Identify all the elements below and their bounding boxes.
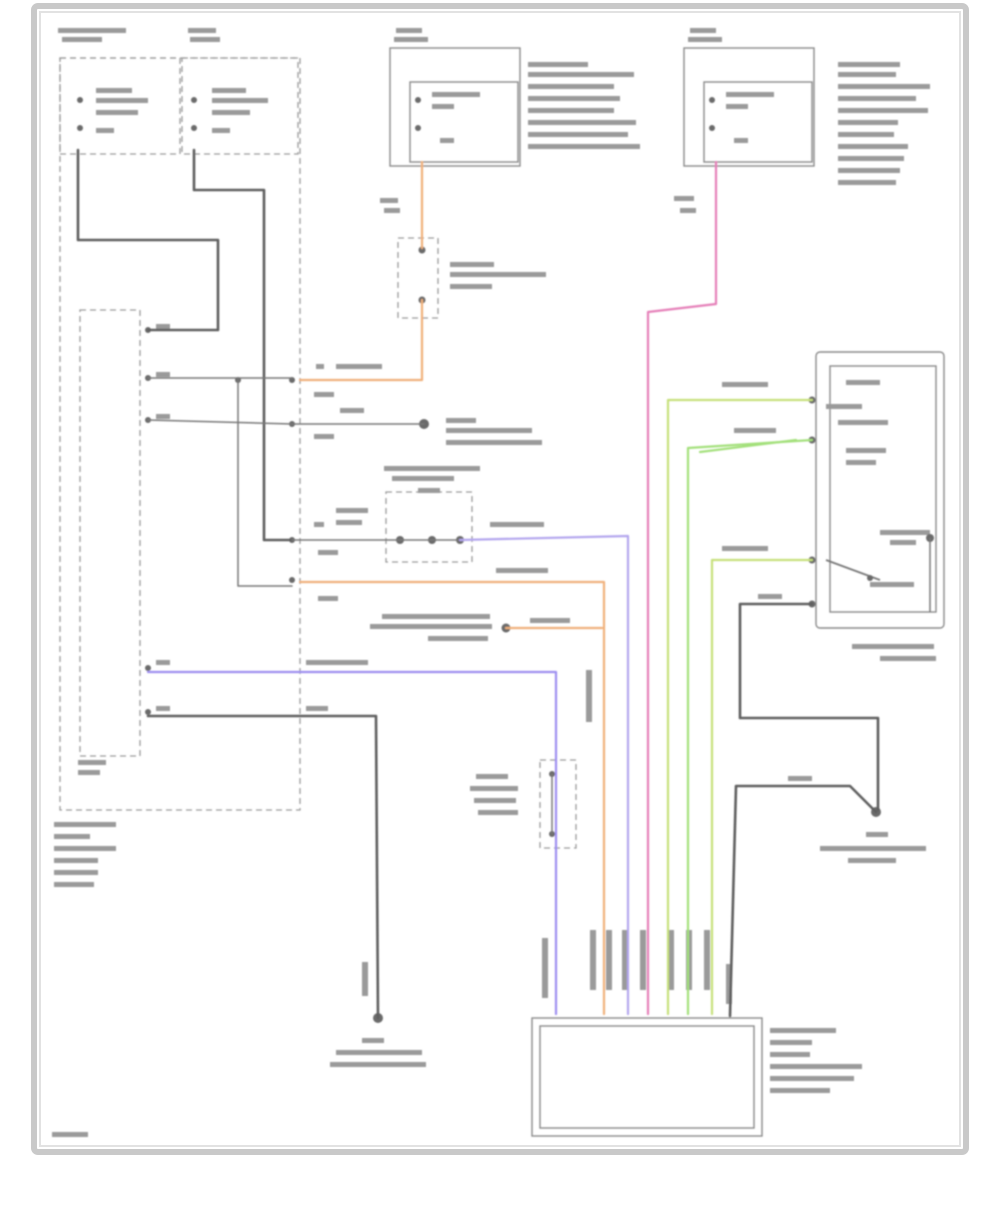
wire-green-2	[686, 438, 814, 1016]
control-module	[531, 1017, 763, 1137]
relay-terminal	[415, 97, 421, 103]
relay-terminal	[415, 125, 421, 131]
fuse-terminal	[77, 97, 83, 103]
fuse-terminal	[77, 125, 83, 131]
ground-right-text	[820, 832, 926, 863]
junction-block	[59, 57, 301, 811]
wire-green-4	[698, 438, 798, 454]
wire-orange-2	[298, 298, 424, 382]
switch-contact-dot	[867, 575, 873, 581]
fan-motor-text	[384, 466, 480, 493]
relay-inner-left	[409, 81, 519, 163]
wire-dark-4	[147, 419, 293, 425]
ground-left-text	[330, 962, 426, 1067]
switch-box-text	[826, 380, 936, 661]
wire-dark-2	[192, 148, 294, 542]
fuse-box-1	[59, 57, 181, 155]
relay-terminal	[709, 125, 715, 131]
wire-dark-8	[738, 602, 880, 812]
relay-left-text	[394, 28, 640, 149]
pin-labels	[156, 196, 812, 1004]
wire-green-3	[710, 558, 814, 1016]
control-module-inner	[539, 1025, 755, 1129]
relay-box-left	[389, 47, 521, 167]
fuse-terminal	[191, 125, 197, 131]
relay-right-text	[688, 28, 930, 185]
figure-code	[52, 1132, 88, 1137]
ground-mid-text	[340, 408, 542, 445]
inline-component-text	[380, 198, 546, 289]
fuse-box-2	[181, 57, 299, 155]
component-terminal	[418, 246, 426, 254]
wire-dark-6	[146, 714, 380, 1020]
wire-purple-1	[458, 534, 630, 1016]
wire-pink-1	[646, 160, 718, 1016]
wire-dark-9	[728, 784, 878, 1018]
fuse-terminal	[191, 97, 197, 103]
relay-terminal	[709, 97, 715, 103]
inline-component	[397, 237, 439, 319]
wire-dark-5	[237, 379, 293, 587]
wire-orange-3	[298, 580, 606, 1016]
fan-motor-box	[385, 491, 473, 563]
wire-purple-2	[146, 670, 558, 1016]
junction-pins	[145, 327, 295, 715]
fuse-box-1-text	[58, 28, 148, 133]
wire-dark-1	[76, 148, 220, 332]
switch-box-inner	[829, 365, 937, 613]
sensor-box	[539, 759, 577, 849]
control-module-text	[770, 1028, 862, 1093]
diagram-frame	[31, 3, 969, 1155]
junction-block-text	[54, 760, 116, 887]
wire-green-1	[666, 398, 814, 1016]
relay-box-right	[683, 47, 815, 167]
sensor-text	[470, 774, 518, 815]
splice-text	[370, 614, 492, 641]
relay-inner-right	[703, 81, 813, 163]
fuse-box-2-text	[188, 28, 268, 133]
junction-connector	[79, 309, 141, 757]
switch-box	[815, 351, 945, 629]
diagram-frame-inner	[39, 11, 961, 1147]
